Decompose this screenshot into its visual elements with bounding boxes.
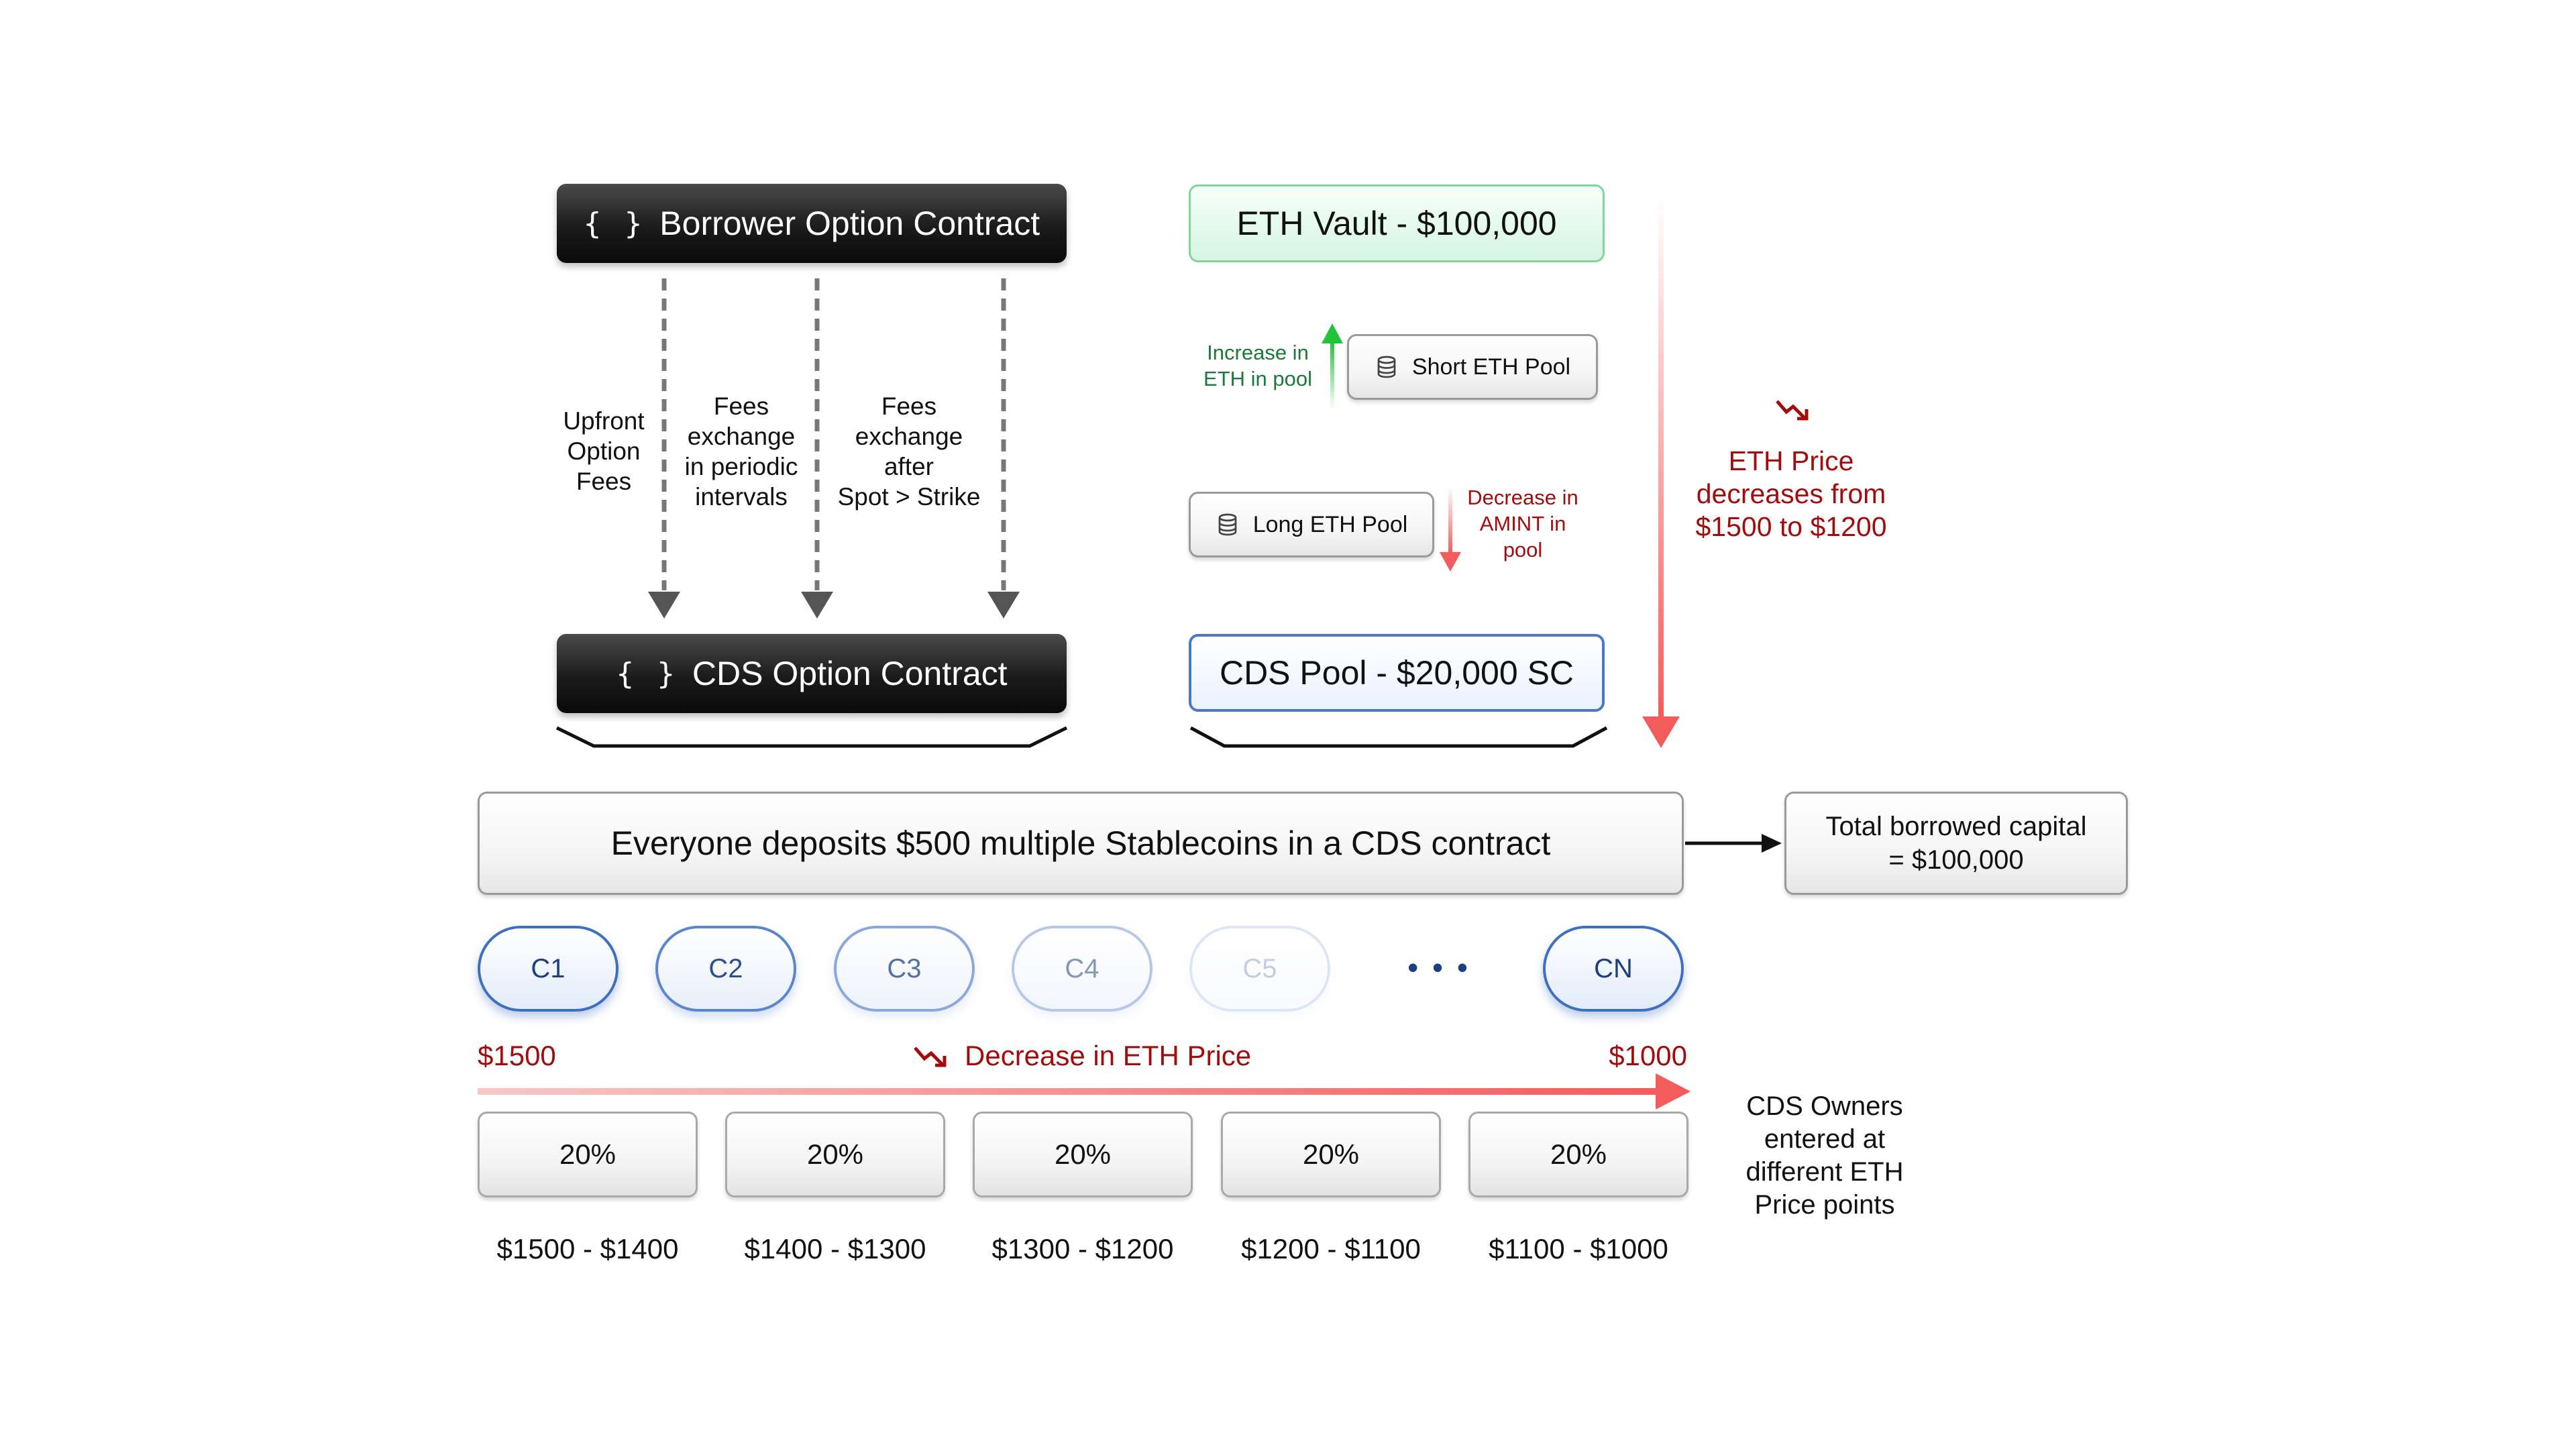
borrowed-capital-line2: = $100,000 <box>1888 845 2024 875</box>
long-pool-label: Long ETH Pool <box>1252 511 1408 537</box>
cds-pool[interactable]: CDS Pool - $20,000 SC <box>1189 634 1605 712</box>
decrease-amint-down-arrow <box>1440 486 1461 572</box>
owner-pill-c4[interactable]: C4 <box>1012 926 1152 1012</box>
owners-ellipsis: • • • <box>1407 950 1470 985</box>
trend-down-icon <box>1776 400 1809 421</box>
tranche-range-3: $1300 - $1200 <box>991 1233 1174 1265</box>
long-eth-pool[interactable]: Long ETH Pool <box>1189 492 1434 557</box>
tranche-pct-5[interactable]: 20% <box>1468 1112 1688 1197</box>
cds-contract-bracket <box>555 726 1068 748</box>
owner-pill-c2[interactable]: C2 <box>655 926 796 1012</box>
database-icon <box>1377 356 1396 378</box>
database-icon <box>1218 513 1237 536</box>
borrowed-capital-box[interactable]: Total borrowed capital = $100,000 <box>1784 792 2128 895</box>
price-axis-arrow <box>478 1073 1690 1110</box>
deposit-to-capital-arrow <box>1685 834 1782 853</box>
short-pool-label: Short ETH Pool <box>1411 354 1571 380</box>
deposit-bar[interactable]: Everyone deposits $500 multiple Stableco… <box>478 792 1684 895</box>
short-eth-pool[interactable]: Short ETH Pool <box>1347 334 1598 400</box>
price-axis-label: Decrease in ETH Price <box>965 1040 1252 1071</box>
owner-pill-c3[interactable]: C3 <box>834 926 975 1012</box>
borrower-contract-label: Borrower Option Contract <box>659 205 1040 242</box>
cds-pool-label: CDS Pool - $20,000 SC <box>1219 654 1574 692</box>
cds-contract-label: CDS Option Contract <box>692 655 1008 692</box>
cds-option-contract[interactable]: { } CDS Option Contract <box>557 634 1067 713</box>
code-braces-icon: { } <box>583 206 645 241</box>
trend-down-icon <box>914 1046 947 1067</box>
cds-pool-bracket <box>1189 726 1608 748</box>
flow-arrow-upfront <box>648 278 680 619</box>
owner-pill-c5[interactable]: C5 <box>1189 926 1330 1012</box>
code-braces-icon: { } <box>616 656 678 691</box>
flow-arrow-spot-strike <box>987 278 1020 619</box>
tranche-range-4: $1200 - $1100 <box>1241 1233 1421 1265</box>
tranche-pct-2[interactable]: 20% <box>725 1112 945 1197</box>
borrowed-capital-line1: Total borrowed capital <box>1825 812 2087 841</box>
owner-pill-c1[interactable]: C1 <box>478 926 619 1012</box>
tranche-range-2: $1400 - $1300 <box>744 1233 926 1265</box>
owner-pill-cn[interactable]: CN <box>1543 926 1684 1012</box>
flow-arrow-periodic <box>801 278 833 619</box>
increase-eth-up-arrow <box>1322 323 1343 409</box>
deposit-bar-label: Everyone deposits $500 multiple Stableco… <box>610 824 1551 862</box>
eth-price-down-arrow <box>1642 195 1680 748</box>
tranche-pct-4[interactable]: 20% <box>1221 1112 1441 1197</box>
borrower-option-contract[interactable]: { } Borrower Option Contract <box>557 184 1067 263</box>
tranche-range-5: $1100 - $1000 <box>1489 1233 1668 1265</box>
price-axis-start: $1500 <box>478 1040 556 1071</box>
eth-vault[interactable]: ETH Vault - $100,000 <box>1189 184 1605 262</box>
tranche-pct-1[interactable]: 20% <box>478 1112 698 1197</box>
eth-vault-label: ETH Vault - $100,000 <box>1236 205 1557 242</box>
tranche-range-1: $1500 - $1400 <box>496 1233 679 1265</box>
price-axis-end: $1000 <box>1609 1040 1687 1071</box>
tranche-pct-3[interactable]: 20% <box>973 1112 1193 1197</box>
